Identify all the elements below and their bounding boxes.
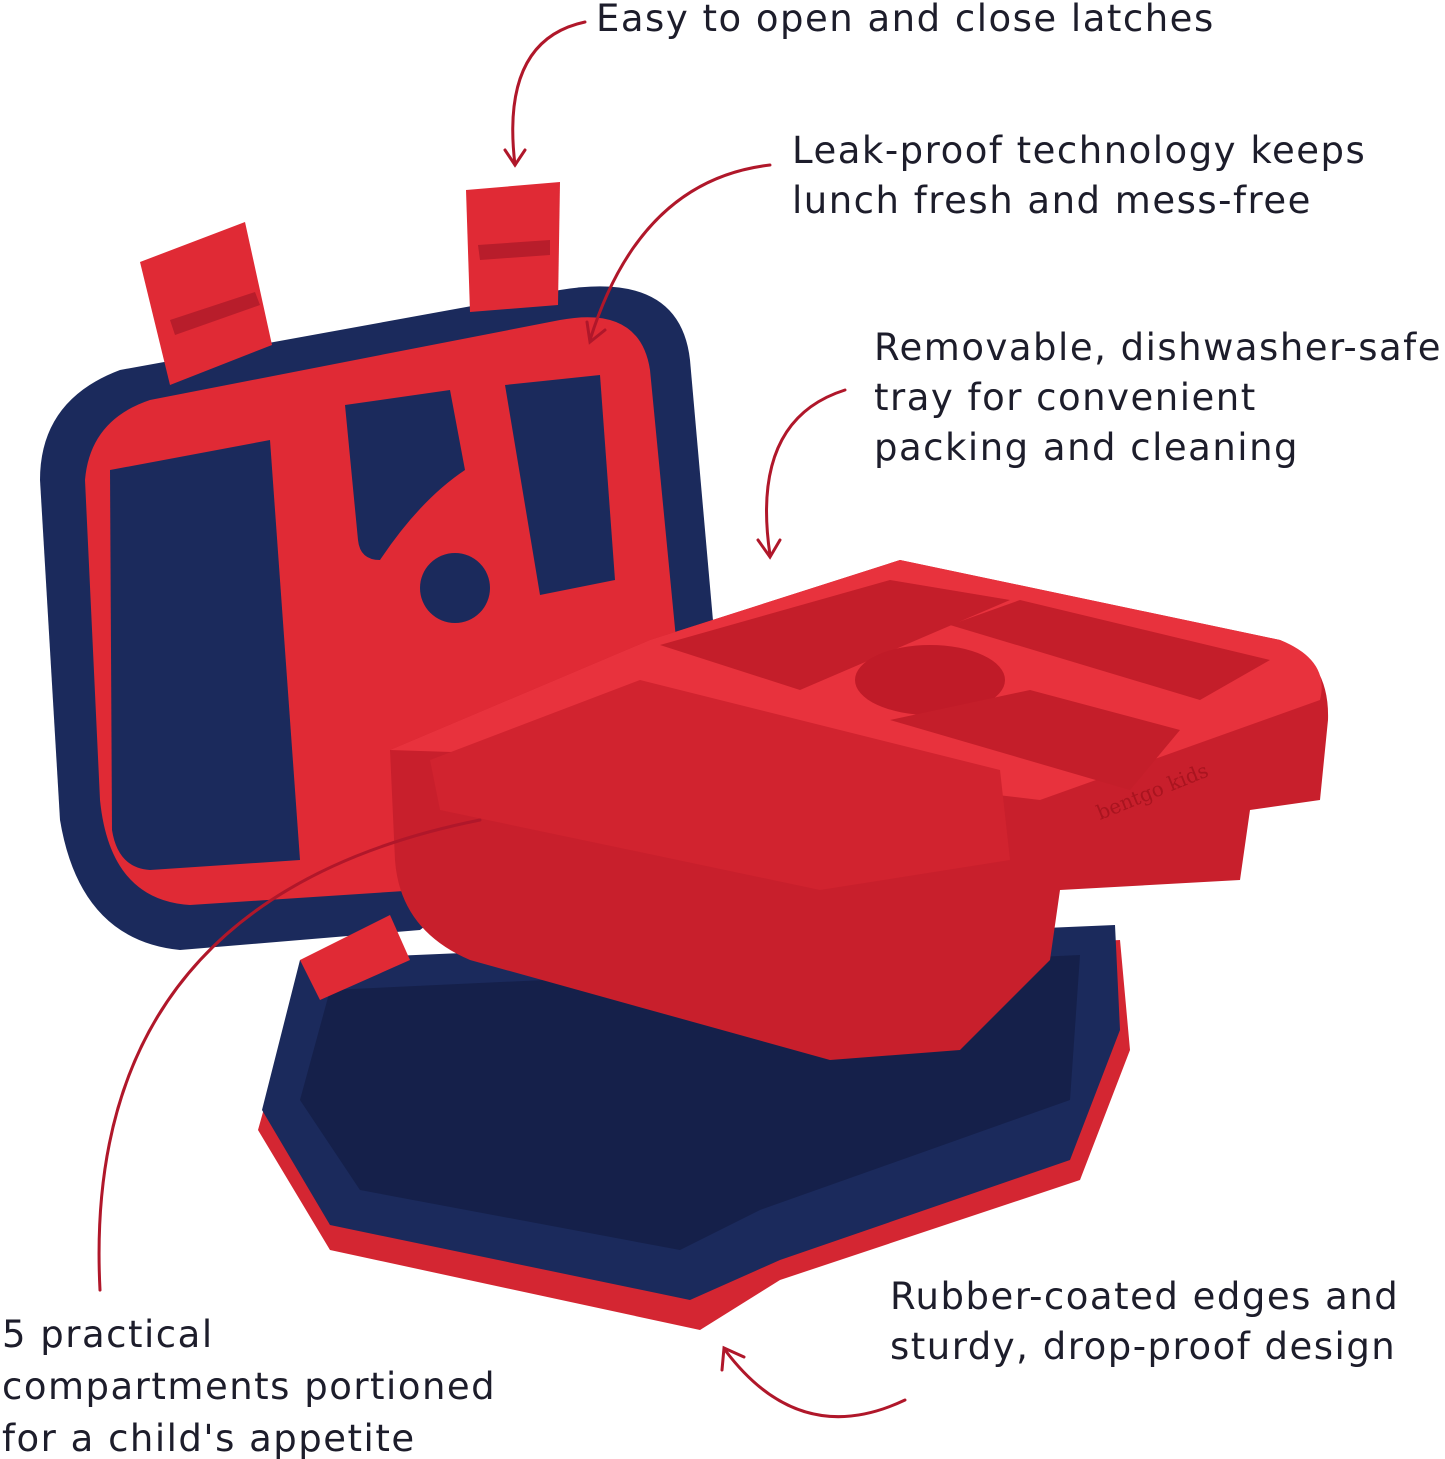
callout-line: Removable, dishwasher-safe [874,326,1442,369]
arrow-compartments [97,818,482,1292]
callout-line: lunch fresh and mess-free [792,179,1312,222]
callout-edges: Rubber-coated edges and sturdy, drop-pro… [890,1272,1399,1372]
callout-arrows [97,20,907,1419]
callout-tray: Removable, dishwasher-safe tray for conv… [874,323,1442,473]
callout-leakproof: Leak-proof technology keeps lunch fresh … [792,126,1366,226]
callout-line: Leak-proof technology keeps [792,129,1367,172]
callout-line: compartments portioned [2,1365,497,1408]
lid-round-compartment [420,553,490,623]
callout-line: tray for convenient [874,376,1257,419]
callout-line: Rubber-coated edges and [890,1275,1400,1318]
arrow-leakproof [588,163,772,342]
latch-hinge [300,915,410,1000]
arrow-edges [723,1348,907,1419]
callout-latches: Easy to open and close latches [596,0,1215,44]
callout-line: for a child's appetite [2,1417,416,1459]
callout-line: packing and cleaning [874,426,1300,469]
callout-line: Easy to open and close latches [596,0,1215,40]
removable-tray[interactable]: bentgo kids [390,560,1329,1060]
latch-left[interactable] [140,222,272,385]
arrow-tray [765,388,847,557]
callout-line: 5 practical [2,1313,214,1356]
arrow-latches [511,20,587,167]
callout-line: sturdy, drop-proof design [890,1325,1397,1368]
tray-round-compartment [855,645,1005,715]
callout-compartments: 5 practical compartments portioned for a… [2,1309,496,1459]
latch-right[interactable] [466,182,560,312]
